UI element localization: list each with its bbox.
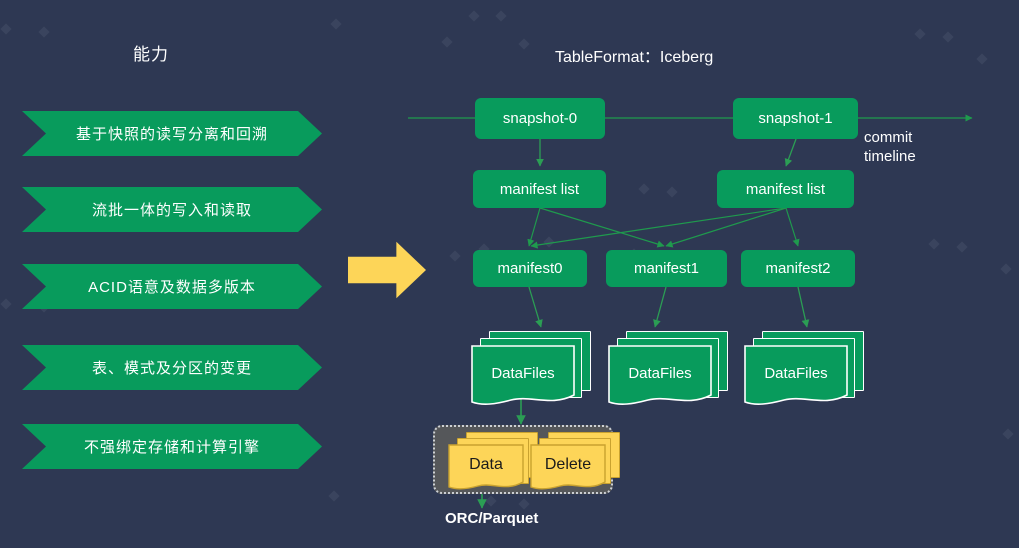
diamond-decoration <box>1002 428 1014 440</box>
diamond-decoration <box>330 18 342 30</box>
capability-banner-2[interactable]: ACID语意及数据多版本 <box>22 264 322 309</box>
file-doc-label: Data <box>469 456 503 473</box>
diamond-decoration <box>328 490 340 502</box>
diamond-decoration <box>956 241 968 253</box>
capability-banner-1[interactable]: 流批一体的写入和读取 <box>22 187 322 232</box>
diamond-decoration <box>0 23 12 35</box>
snapshot-node-1[interactable]: snapshot-1 <box>733 98 858 139</box>
diamond-decoration <box>441 36 453 48</box>
diamond-decoration <box>518 38 530 50</box>
diamond-decoration <box>976 53 988 65</box>
datafiles-label: DataFiles <box>764 364 828 382</box>
datafiles-stack-0[interactable]: DataFiles <box>471 331 591 411</box>
manifest-node-1[interactable]: manifest1 <box>606 250 727 287</box>
diamond-decoration <box>495 10 507 22</box>
file-format-label: ORC/Parquet <box>445 510 539 527</box>
file-doc-stack-1[interactable]: Delete <box>530 432 620 494</box>
file-doc-stack-0[interactable]: Data <box>448 432 538 494</box>
commit-timeline-label: commit timeline <box>864 128 916 166</box>
datafiles-label: DataFiles <box>491 364 555 382</box>
diamond-decoration <box>914 28 926 40</box>
diamond-decoration <box>0 298 12 310</box>
diagram-title: TableFormat：Iceberg <box>555 49 714 66</box>
manifest-list-node-0[interactable]: manifest list <box>473 170 606 208</box>
datafiles-stack-2[interactable]: DataFiles <box>744 331 864 411</box>
capability-banner-4[interactable]: 不强绑定存储和计算引擎 <box>22 424 322 469</box>
datafiles-stack-1[interactable]: DataFiles <box>608 331 728 411</box>
diamond-decoration <box>518 498 530 510</box>
manifest-node-0[interactable]: manifest0 <box>473 250 587 287</box>
capability-banner-3[interactable]: 表、模式及分区的变更 <box>22 345 322 390</box>
capability-banner-0[interactable]: 基于快照的读写分离和回溯 <box>22 111 322 156</box>
right-arrow-icon <box>348 241 426 299</box>
snapshot-node-0[interactable]: snapshot-0 <box>475 98 605 139</box>
datafile-sheet-front <box>471 345 575 407</box>
left-column-title: 能力 <box>133 45 169 64</box>
diamond-decoration <box>543 236 555 248</box>
diamond-decoration <box>468 10 480 22</box>
file-doc-front <box>448 444 524 492</box>
diamond-decoration <box>942 31 954 43</box>
manifest-node-2[interactable]: manifest2 <box>741 250 855 287</box>
manifest-list-node-1[interactable]: manifest list <box>717 170 854 208</box>
commit-timeline-line2: timeline <box>864 148 916 165</box>
diamond-decoration <box>928 238 940 250</box>
datafile-sheet-front <box>744 345 848 407</box>
diamond-decoration <box>449 250 461 262</box>
datafiles-label: DataFiles <box>628 364 692 382</box>
diamond-decoration <box>485 495 497 507</box>
file-doc-front <box>530 444 606 492</box>
commit-timeline-line1: commit <box>864 129 913 146</box>
diamond-decoration <box>638 183 650 195</box>
diamond-decoration <box>666 186 678 198</box>
diamond-decoration <box>38 26 50 38</box>
datafile-sheet-front <box>608 345 712 407</box>
file-doc-label: Delete <box>544 456 592 473</box>
diamond-decoration <box>1000 263 1012 275</box>
